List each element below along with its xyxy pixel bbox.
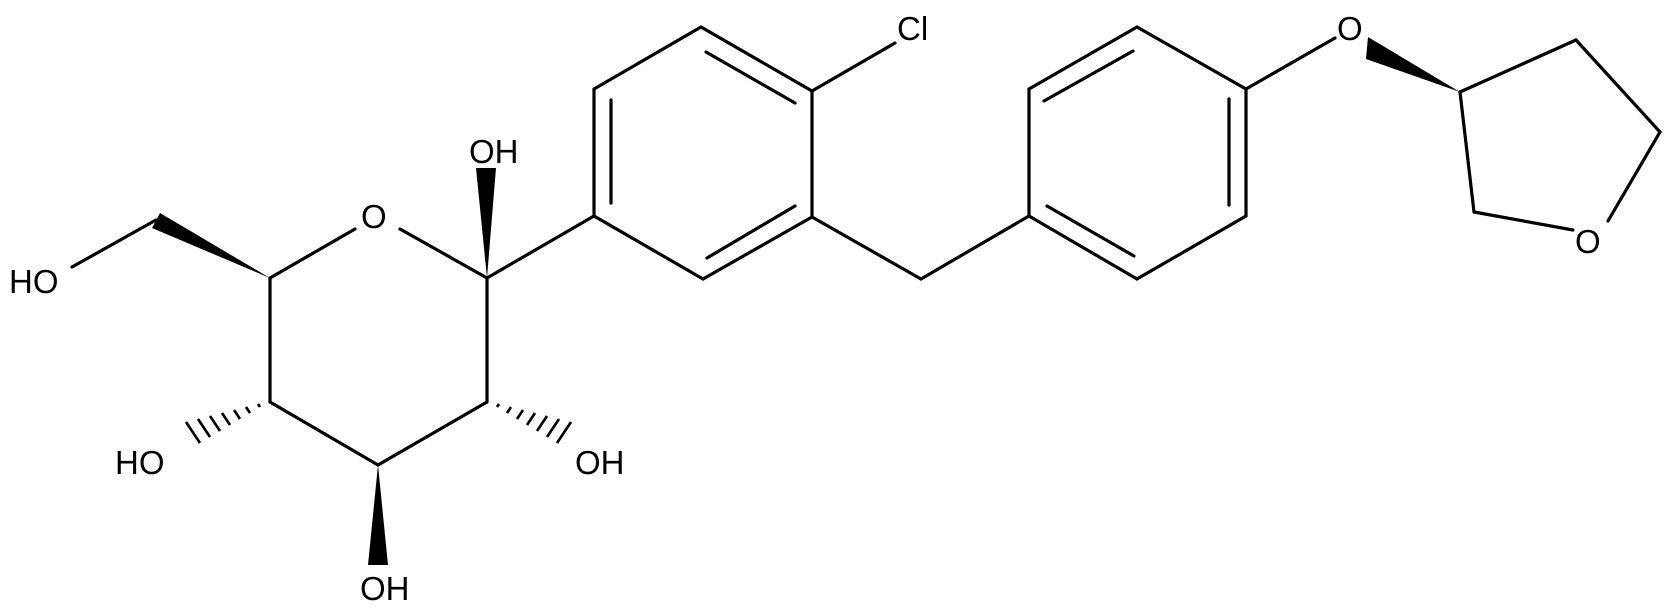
c3-oh-label: OH: [360, 570, 410, 607]
ether-oxygen-label: O: [1337, 10, 1363, 47]
ch2-oh-bond: [70, 218, 158, 269]
anomeric-oh-wedge: [476, 168, 496, 278]
ch2oh-wedge-bond: [152, 213, 270, 278]
methylene-bridge: [810, 214, 1031, 281]
tetrahydrofuran-ring: [1458, 38, 1662, 232]
cl-label: Cl: [897, 10, 928, 47]
c2-oh-hash-bond: [495, 403, 573, 444]
c2-oh-label: OH: [575, 444, 625, 481]
chlorophenyl-ring: [592, 25, 814, 281]
pyran-oxygen-label: O: [361, 198, 387, 235]
c4-ho-label: HO: [115, 444, 165, 481]
aryl-glycoside-bond: [485, 214, 596, 280]
c3-oh-wedge: [368, 465, 388, 565]
c4-oh-hash-bond: [184, 403, 262, 444]
pyranose-ring: [268, 227, 489, 467]
anomeric-oh-label: OH: [469, 133, 519, 170]
c-cl-bond: [810, 41, 897, 93]
thf-wedge-bond: [1366, 37, 1460, 92]
aryl-ether-bond: [1244, 36, 1337, 91]
thf-oxygen-label: O: [1575, 223, 1601, 260]
phenoxy-ring: [1027, 25, 1248, 281]
ch2oh-ho-label: HO: [9, 263, 59, 300]
